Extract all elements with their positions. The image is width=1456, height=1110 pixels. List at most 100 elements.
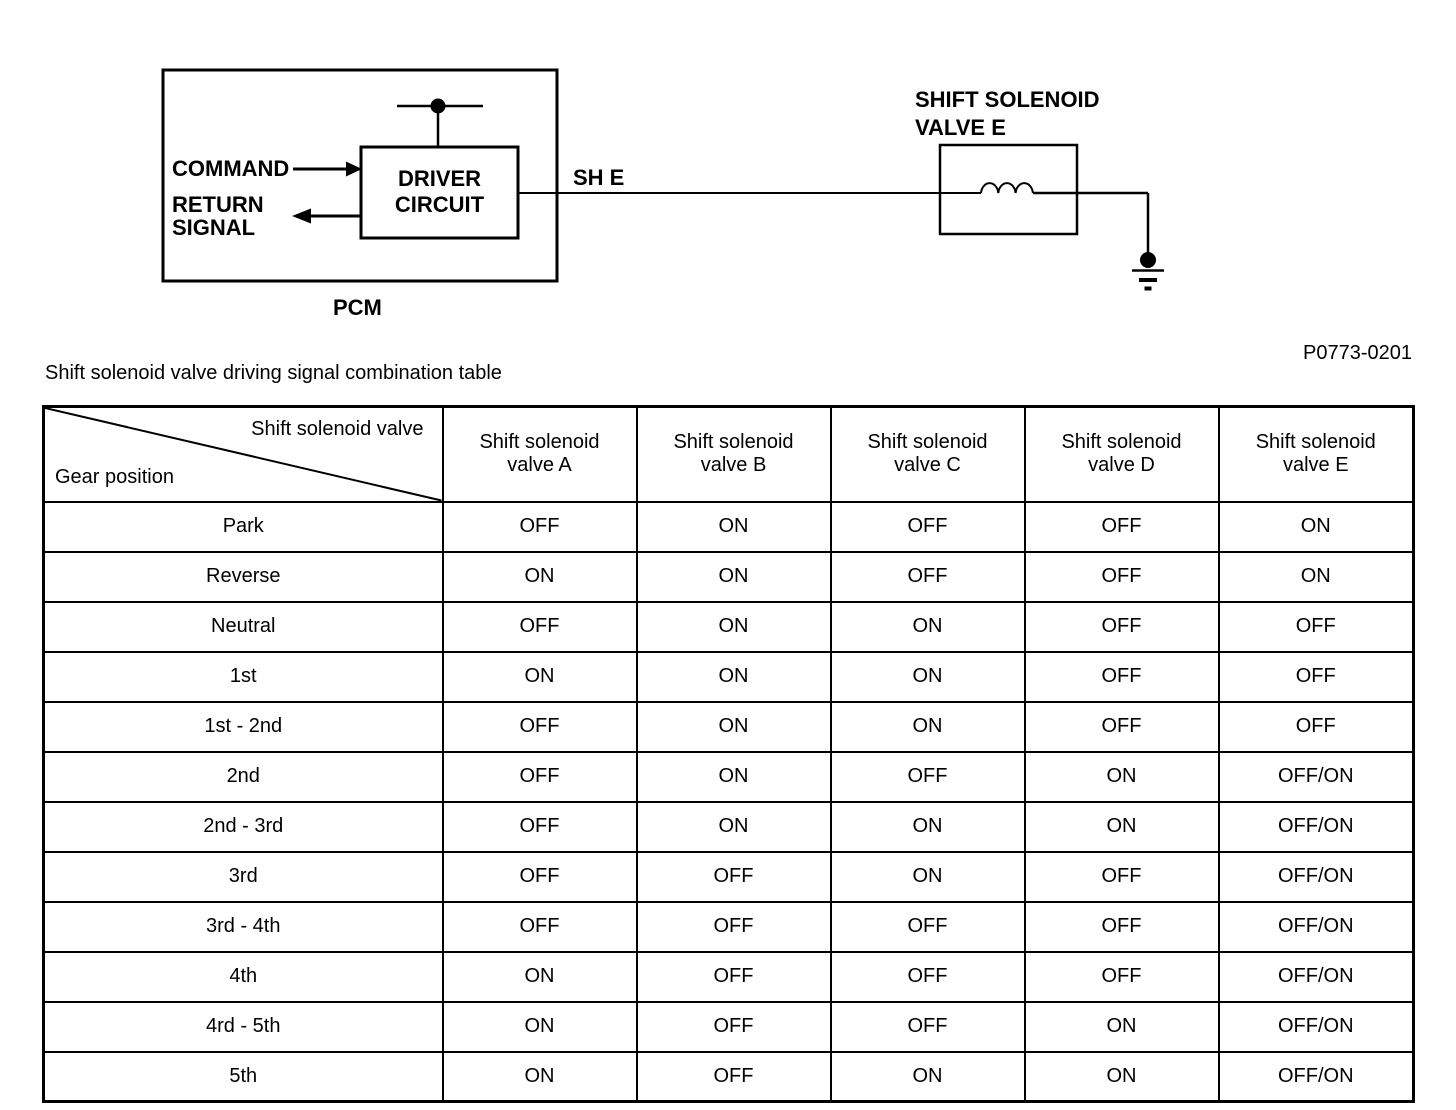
value-cell: OFF [829,900,1026,953]
value-cell: ON [829,600,1026,653]
value-cell: ON [441,950,638,1003]
value-cell: OFF [1217,700,1415,753]
pcm-box [161,68,559,283]
value-cell: ON [441,1050,638,1103]
table-row: 1st ON ON ON OFF OFF [42,650,1415,703]
value-cell: ON [635,500,832,553]
return-arrow-icon [292,208,361,224]
gear-cell: 2nd - 3rd [42,800,444,853]
gear-cell: Park [42,500,444,553]
table-row: 4rd - 5th ON OFF OFF ON OFF/ON [42,1000,1415,1053]
diagonal-divider [45,408,441,500]
value-cell: ON [635,550,832,603]
value-cell: ON [1023,750,1220,803]
gear-cell: 4rd - 5th [42,1000,444,1053]
value-cell: OFF [441,750,638,803]
value-cell: OFF [829,750,1026,803]
table-row: 2nd - 3rd OFF ON ON ON OFF/ON [42,800,1415,853]
power-tap-line [397,98,483,147]
table-row: 1st - 2nd OFF ON ON OFF OFF [42,700,1415,753]
gear-cell: 4th [42,950,444,1003]
solenoid-valve-e-label: SHIFT SOLENOID VALVE E [915,87,1100,140]
command-arrow-icon [293,161,362,177]
value-cell: OFF [1217,650,1415,703]
value-cell: ON [635,600,832,653]
table-row: 5th ON OFF ON ON OFF/ON [42,1050,1415,1103]
value-cell: OFF [441,700,638,753]
value-cell: ON [829,700,1026,753]
col-header-valve-c: Shift solenoid valve C [829,405,1026,503]
table-row: Reverse ON ON OFF OFF ON [42,550,1415,603]
value-cell: ON [635,800,832,853]
value-cell: OFF/ON [1217,750,1415,803]
value-cell: OFF [635,900,832,953]
coil-icon [980,182,1034,194]
value-cell: OFF [829,950,1026,1003]
value-cell: OFF [1023,600,1220,653]
value-cell: OFF [441,850,638,903]
table-row: 2nd OFF ON OFF ON OFF/ON [42,750,1415,803]
table-row: Park OFF ON OFF OFF ON [42,500,1415,553]
solenoid-valve-box [938,143,1079,236]
value-cell: OFF [829,550,1026,603]
sh-e-wire-label: SH E [573,165,625,190]
value-cell: OFF [1023,500,1220,553]
circuit-diagram [161,68,1164,291]
col-header-valve-e: Shift solenoid valve E [1217,405,1415,503]
value-cell: OFF [441,900,638,953]
value-cell: ON [1023,1050,1220,1103]
value-cell: OFF [1023,950,1220,1003]
gear-cell: 3rd - 4th [42,900,444,953]
signal-combination-table: Shift solenoid valve Gear position Shift… [42,405,1415,1103]
gear-cell: 1st - 2nd [42,700,444,753]
value-cell: ON [635,700,832,753]
col-header-valve-b: Shift solenoid valve B [635,405,832,503]
value-cell: ON [1023,1000,1220,1053]
value-cell: OFF [1023,850,1220,903]
value-cell: OFF [441,500,638,553]
table-row: 3rd - 4th OFF OFF OFF OFF OFF/ON [42,900,1415,953]
value-cell: OFF [829,500,1026,553]
table-title: Shift solenoid valve driving signal comb… [45,362,502,384]
ground-icon [1132,252,1164,291]
value-cell: ON [829,800,1026,853]
corner-label-valve: Shift solenoid valve [251,418,424,440]
gear-cell: Reverse [42,550,444,603]
col-header-valve-d: Shift solenoid valve D [1023,405,1220,503]
value-cell: ON [829,650,1026,703]
value-cell: OFF [635,850,832,903]
value-cell: ON [1217,550,1415,603]
corner-cell: Shift solenoid valve Gear position [42,405,444,503]
ground-wire [1033,191,1150,253]
value-cell: OFF [1023,650,1220,703]
gear-cell: 3rd [42,850,444,903]
driver-circuit-label: DRIVER CIRCUIT [394,166,485,217]
value-cell: OFF [1023,550,1220,603]
pcm-label: PCM [333,295,382,320]
value-cell: ON [1217,500,1415,553]
gear-cell: Neutral [42,600,444,653]
gear-cell: 1st [42,650,444,703]
value-cell: OFF/ON [1217,900,1415,953]
value-cell: ON [635,650,832,703]
value-cell: OFF/ON [1217,800,1415,853]
value-cell: OFF/ON [1217,1000,1415,1053]
value-cell: ON [829,850,1026,903]
value-cell: OFF/ON [1217,1050,1415,1103]
value-cell: OFF [441,600,638,653]
value-cell: OFF [1023,900,1220,953]
figure-code: P0773-0201 [1303,342,1412,364]
value-cell: OFF [635,1000,832,1053]
table-row: 3rd OFF OFF ON OFF OFF/ON [42,850,1415,903]
gear-cell: 5th [42,1050,444,1103]
value-cell: ON [829,1050,1026,1103]
return-signal-label: RETURN SIGNAL [172,192,264,240]
value-cell: OFF [635,1050,832,1103]
junction-dot-icon [430,98,446,114]
value-cell: OFF [1217,600,1415,653]
value-cell: OFF [1023,700,1220,753]
value-cell: OFF [829,1000,1026,1053]
value-cell: OFF [635,950,832,1003]
value-cell: ON [1023,800,1220,853]
